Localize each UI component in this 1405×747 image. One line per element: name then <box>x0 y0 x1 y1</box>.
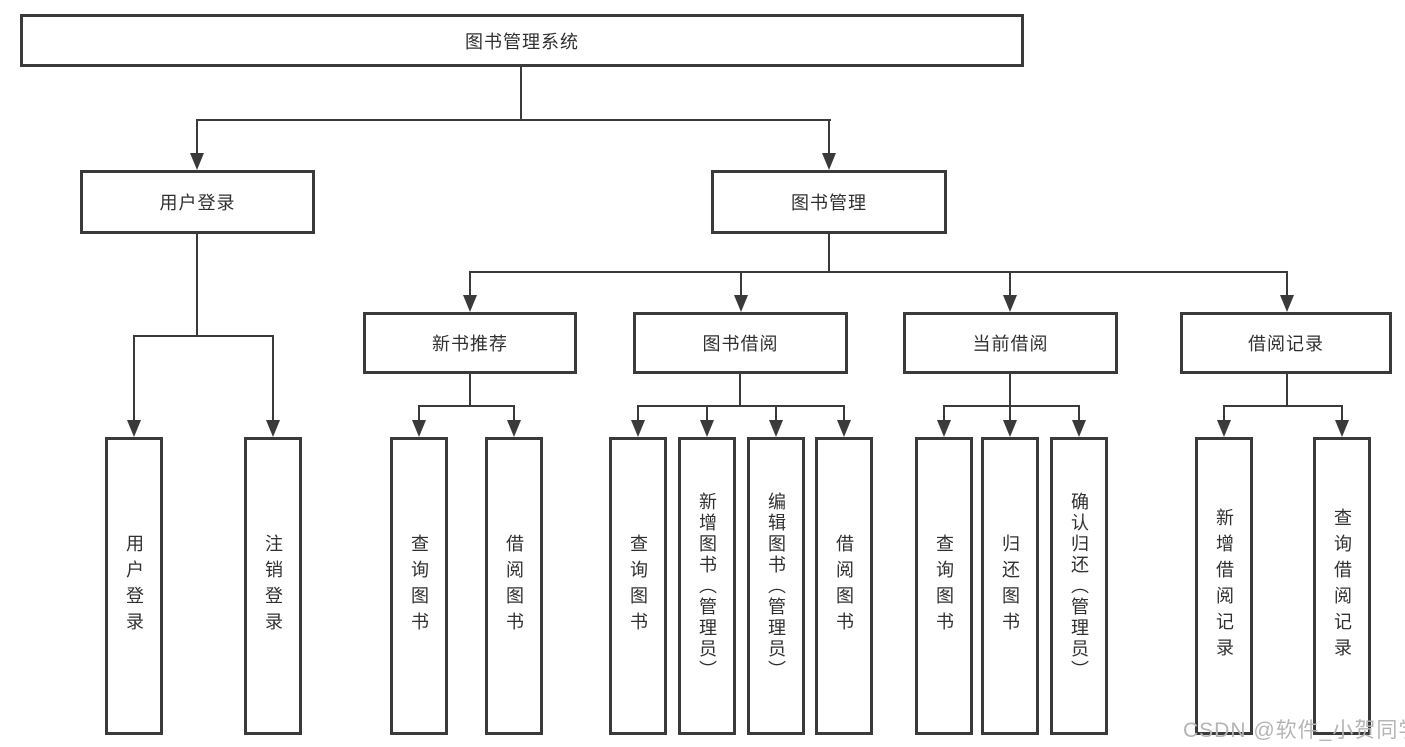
connector-line <box>706 405 708 422</box>
connector-line <box>1223 405 1225 422</box>
leaf-current-confirm-return-admin: 确认归还（管理员） <box>1050 437 1108 735</box>
arrow-down-icon <box>769 420 783 437</box>
leaf-label: 编辑图书（管理员） <box>766 491 786 681</box>
arrow-down-icon <box>412 420 426 437</box>
connector-line <box>828 119 830 155</box>
arrow-down-icon <box>837 420 851 437</box>
node-book-borrow: 图书借阅 <box>633 312 848 374</box>
leaf-label: 查询图书 <box>934 534 954 638</box>
connector-line <box>828 234 830 272</box>
leaf-user-login: 用户登录 <box>105 437 163 735</box>
leaf-current-query-books: 查询图书 <box>915 437 973 735</box>
connector-line <box>133 335 135 422</box>
connector-line <box>637 405 845 407</box>
connector-line <box>272 335 274 422</box>
connector-line <box>1009 405 1011 422</box>
watermark: CSDN @软件_小贺同学 <box>1183 719 1405 742</box>
connector-line <box>469 374 471 407</box>
connector-line <box>133 335 274 337</box>
leaf-label: 新增图书（管理员） <box>697 491 717 681</box>
arrow-down-icon <box>734 295 748 312</box>
connector-line <box>1009 271 1011 297</box>
connector-line <box>943 405 1080 407</box>
connector-line <box>418 405 420 422</box>
leaf-logout-login: 注销登录 <box>244 437 302 735</box>
node-borrow-records: 借阅记录 <box>1180 312 1392 374</box>
connector-line <box>740 271 742 297</box>
leaf-label: 归还图书 <box>1000 534 1020 638</box>
leaf-records-add-record: 新增借阅记录 <box>1195 437 1253 735</box>
connector-line <box>196 119 198 155</box>
leaf-label: 借阅图书 <box>834 534 854 638</box>
connector-line <box>943 405 945 422</box>
connector-line <box>1341 405 1343 422</box>
leaf-borrow-edit-books-admin: 编辑图书（管理员） <box>747 437 805 735</box>
node-book-management: 图书管理 <box>711 170 947 234</box>
connector-line <box>1286 374 1288 407</box>
arrow-down-icon <box>822 153 836 170</box>
connector-line <box>196 119 831 121</box>
connector-line <box>775 405 777 422</box>
connector-line <box>1223 405 1343 407</box>
arrow-down-icon <box>463 295 477 312</box>
arrow-down-icon <box>1335 420 1349 437</box>
arrow-down-icon <box>1280 295 1294 312</box>
leaf-newbook-query-books: 查询图书 <box>390 437 448 735</box>
arrow-down-icon <box>1003 420 1017 437</box>
arrow-down-icon <box>1003 295 1017 312</box>
connector-line <box>513 405 515 422</box>
node-new-book-recommend: 新书推荐 <box>363 312 577 374</box>
connector-line <box>843 405 845 422</box>
connector-line <box>1078 405 1080 422</box>
node-current-borrow: 当前借阅 <box>903 312 1118 374</box>
connector-line <box>418 405 515 407</box>
connector-line <box>1009 374 1011 407</box>
connector-line <box>469 271 471 297</box>
leaf-label: 注销登录 <box>263 534 283 638</box>
connector-line <box>637 405 639 422</box>
arrow-down-icon <box>1072 420 1086 437</box>
arrow-down-icon <box>1217 420 1231 437</box>
arrow-down-icon <box>507 420 521 437</box>
leaf-label: 查询图书 <box>628 534 648 638</box>
leaf-newbook-borrow-books: 借阅图书 <box>485 437 543 735</box>
leaf-label: 新增借阅记录 <box>1214 508 1234 664</box>
node-user-login: 用户登录 <box>80 170 315 234</box>
leaf-label: 查询图书 <box>409 534 429 638</box>
connector-line <box>739 374 741 407</box>
arrow-down-icon <box>127 420 141 437</box>
arrow-down-icon <box>266 420 280 437</box>
leaf-borrow-borrow-books: 借阅图书 <box>815 437 873 735</box>
connector-line <box>196 234 198 337</box>
arrow-down-icon <box>700 420 714 437</box>
arrow-down-icon <box>937 420 951 437</box>
node-root: 图书管理系统 <box>20 14 1024 67</box>
leaf-label: 借阅图书 <box>504 534 524 638</box>
arrow-down-icon <box>190 153 204 170</box>
connector-line <box>1286 271 1288 297</box>
leaf-label: 用户登录 <box>124 534 144 638</box>
connector-line <box>469 271 1288 273</box>
leaf-borrow-add-books-admin: 新增图书（管理员） <box>678 437 736 735</box>
leaf-current-return-books: 归还图书 <box>981 437 1039 735</box>
leaf-borrow-query-books: 查询图书 <box>609 437 667 735</box>
connector-line <box>520 67 522 120</box>
leaf-records-query-record: 查询借阅记录 <box>1313 437 1371 735</box>
leaf-label: 查询借阅记录 <box>1332 508 1352 664</box>
arrow-down-icon <box>631 420 645 437</box>
leaf-label: 确认归还（管理员） <box>1069 491 1089 681</box>
